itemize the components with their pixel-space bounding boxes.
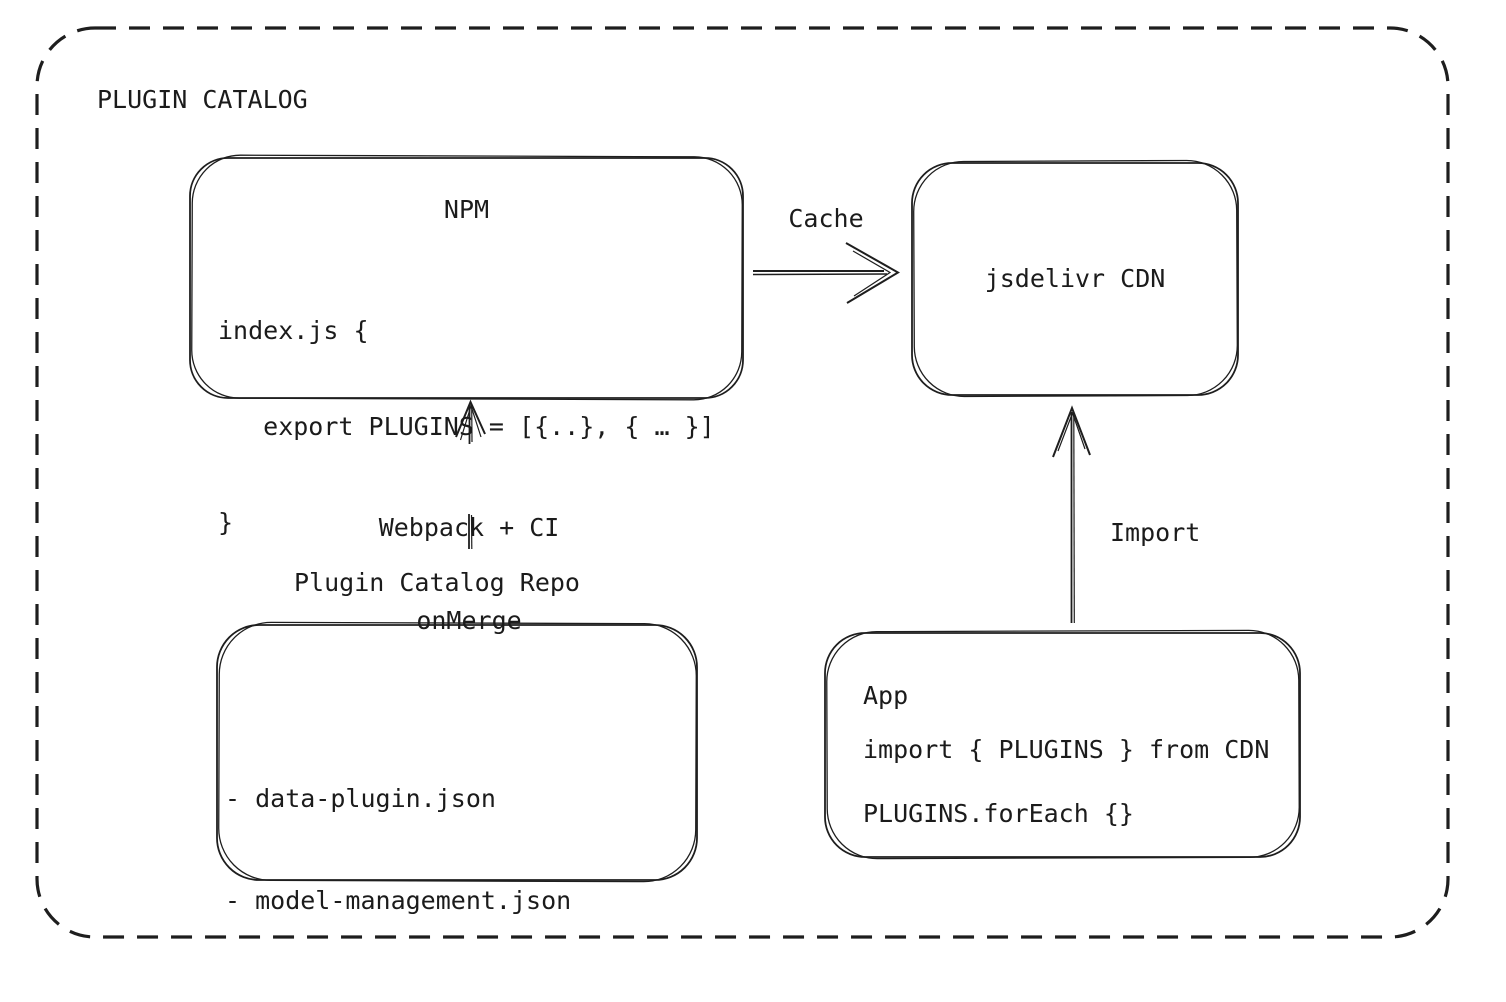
npm-code-block: index.js { export PLUGINS = [{..}, { … }… <box>218 251 715 603</box>
repo-file-item: - model-management.json <box>225 886 572 915</box>
npm-node-title: NPM <box>443 195 490 224</box>
build-arrow <box>455 399 486 550</box>
build-edge-label: Webpack + CI onMerge <box>319 450 619 698</box>
npm-code-line: index.js { <box>218 316 369 345</box>
build-edge-label-line: onMerge <box>416 606 522 635</box>
diagram-title: PLUGIN CATALOG <box>97 85 308 114</box>
repo-file-item: - data-plugin.json <box>225 784 496 813</box>
import-edge-label: Import <box>1110 518 1201 547</box>
plugin-catalog-boundary <box>35 26 1450 939</box>
repo-file-item: … <box>225 986 571 1002</box>
npm-node-shape <box>189 154 744 401</box>
repo-file-list: - data-plugin.json - model-management.js… <box>225 714 571 1002</box>
import-arrow <box>1052 405 1091 624</box>
cache-arrow <box>752 242 900 304</box>
app-node-title: App <box>863 681 909 710</box>
app-code-line: import { PLUGINS } from CDN <box>863 735 1270 764</box>
app-code-line: PLUGINS.forEach {} <box>863 799 1134 828</box>
cache-edge-label: Cache <box>788 204 864 233</box>
app-node-shape <box>824 629 1301 860</box>
build-edge-label-line: Webpack + CI <box>378 513 560 542</box>
cdn-node-shape <box>911 159 1239 398</box>
repo-node-label: Plugin Catalog Repo <box>294 568 580 597</box>
cdn-node-label: jsdelivr CDN <box>984 264 1166 293</box>
npm-code-line: } <box>218 508 234 537</box>
npm-code-line: export PLUGINS = [{..}, { … }] <box>218 412 715 441</box>
repo-node-shape <box>216 621 698 883</box>
